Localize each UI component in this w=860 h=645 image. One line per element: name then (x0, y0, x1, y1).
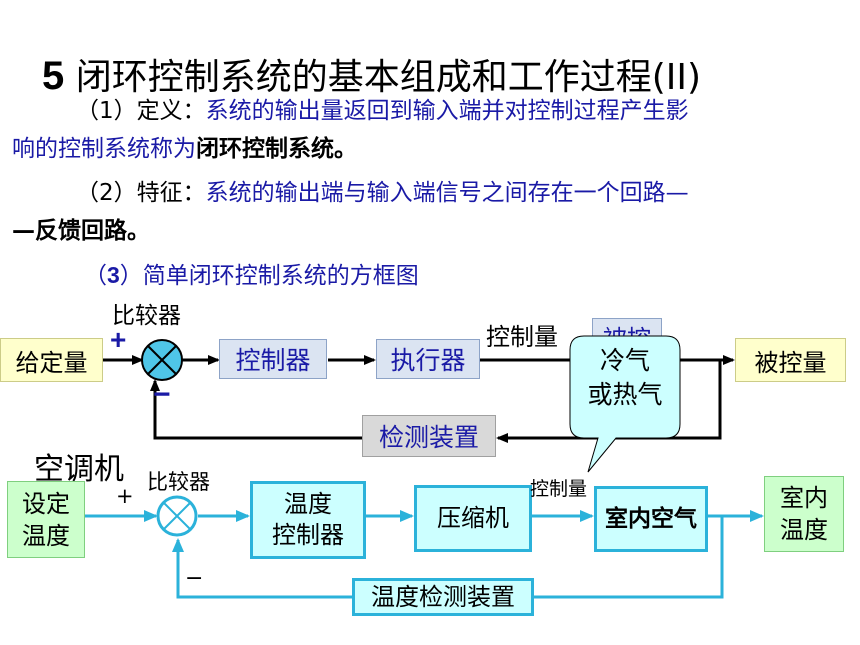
arrow-feedback-to-comparator-2 (172, 538, 352, 599)
definition-line-2: 响的控制系统称为闭环控制系统。 (12, 130, 357, 168)
page-title: 5 闭环控制系统的基本组成和工作过程(II) (42, 48, 701, 100)
room-air-box: 室内空气 (594, 486, 708, 552)
definition-prefix: （1）定义： (76, 98, 206, 124)
definition-text: 系统的输出量返回到输入端并对控制过程产生影 (205, 98, 689, 124)
definition-line-1: （1）定义：系统的输出量返回到输入端并对控制过程产生影 (76, 92, 689, 130)
heading-text: ）简单闭环控制系统的方框图 (119, 263, 419, 289)
room-temperature-box: 室内 温度 (764, 476, 844, 552)
arrow-feedback-to-comparator (150, 379, 362, 440)
compressor-box: 压缩机 (414, 485, 532, 552)
room-temp-line-2: 温度 (780, 516, 828, 544)
room-temp-line-1: 室内 (780, 484, 828, 512)
feature-line-2: —反馈回路。 (12, 212, 150, 250)
temperature-sensor-box: 温度检测装置 (352, 578, 534, 616)
line-feedback-in-2 (534, 516, 724, 599)
comparator-1-symbol (141, 339, 183, 381)
callout-line-1: 冷气 (599, 346, 650, 375)
minus-sign-2: − (185, 566, 204, 591)
control-variable-label-2: 控制量 (530, 478, 588, 500)
diagram-heading: （3）简单闭环控制系统的方框图 (84, 256, 419, 290)
comparator-1-label: 比较器 (112, 303, 181, 329)
feature-term: —反馈回路。 (12, 218, 150, 244)
plus-sign-2: + (116, 484, 134, 508)
setpoint-line-1: 设定 (22, 489, 70, 518)
title-number: 5 (42, 54, 65, 98)
setpoint-box: 设定 温度 (7, 481, 85, 558)
actuator-box: 执行器 (376, 339, 480, 379)
heading-number: 3 (107, 262, 120, 288)
arrow-feedback-in (496, 360, 722, 443)
feature-prefix: （2）特征： (76, 180, 206, 206)
definition-text-2: 响的控制系统称为 (12, 136, 196, 162)
minus-sign-1: − (153, 378, 171, 411)
callout-line-2: 或热气 (587, 380, 663, 409)
input-box: 给定量 (0, 338, 103, 382)
temp-controller-line-2: 控制器 (272, 521, 344, 549)
callout-text: 冷气 或热气 (570, 344, 680, 412)
plus-sign-1: + (110, 324, 127, 355)
definition-term: 闭环控制系统。 (196, 136, 357, 162)
comparator-2-label: 比较器 (147, 470, 210, 494)
temperature-controller-box: 温度 控制器 (250, 481, 366, 559)
heading-paren: （ (84, 263, 107, 289)
setpoint-line-2: 温度 (22, 521, 70, 550)
control-variable-label: 控制量 (486, 323, 558, 351)
output-box: 被控量 (735, 338, 846, 382)
comparator-2-symbol (156, 495, 198, 537)
feature-text: 系统的输出端与输入端信号之间存在一个回路— (205, 180, 689, 206)
feedback-box: 检测装置 (362, 415, 496, 457)
feature-line-1: （2）特征：系统的输出端与输入端信号之间存在一个回路— (76, 174, 689, 212)
title-text: 闭环控制系统的基本组成和工作过程(II) (75, 57, 702, 98)
temp-controller-line-1: 温度 (284, 490, 332, 518)
controller-box: 控制器 (219, 339, 327, 379)
